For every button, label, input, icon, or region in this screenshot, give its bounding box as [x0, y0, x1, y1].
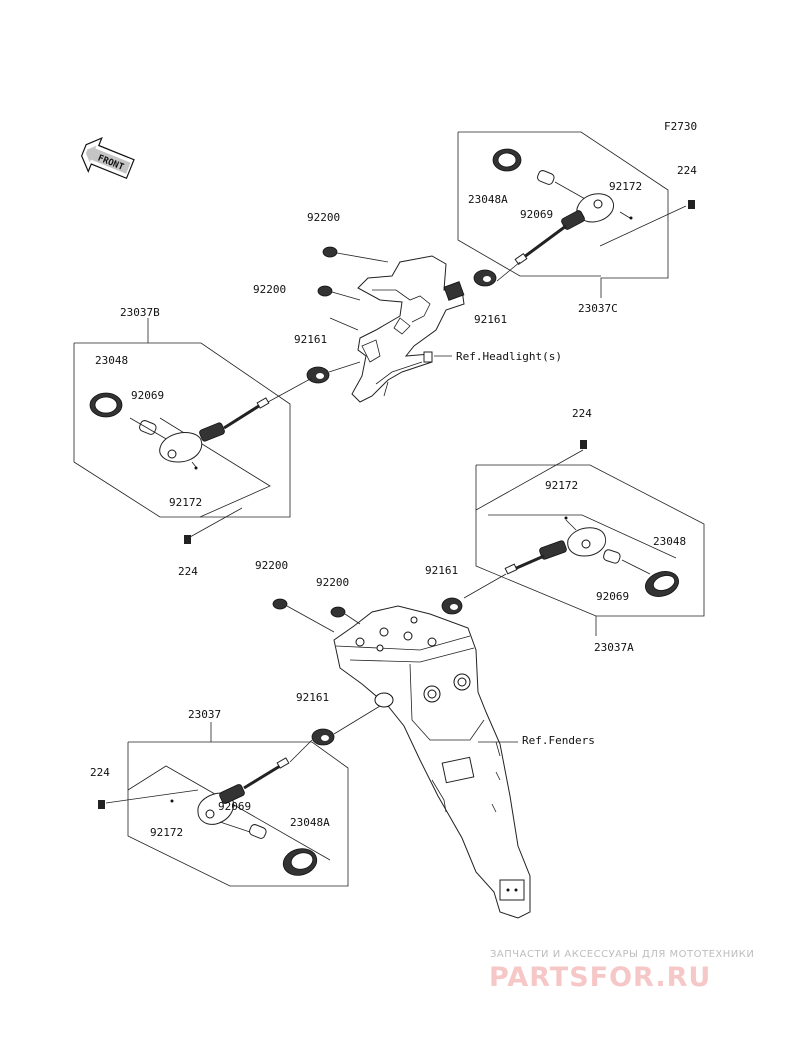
label-92172-rear-left: 92172 [150, 826, 183, 839]
label-23037B: 23037B [120, 306, 160, 319]
label-92200-rear-left: 92200 [255, 559, 288, 572]
label-92161: 92161 [474, 313, 507, 326]
label-92172-front-left: 92172 [169, 496, 202, 509]
bolt-224-rear-top-icon [475, 440, 587, 511]
turn-signal-housing-rear-right-icon [504, 527, 606, 575]
label-23048A: 23048A [468, 193, 508, 206]
label-92069: 92069 [520, 208, 553, 221]
label-23037C: 23037C [578, 302, 618, 315]
label-92161-rear-left: 92161 [296, 691, 329, 704]
label-92172: 92172 [609, 180, 642, 193]
lens-23048-icon [89, 392, 123, 418]
bolt-92200-rear-left-icon [272, 598, 335, 633]
label-224-rear-left: 224 [90, 766, 110, 779]
turn-signal-housing-rear-left-icon [197, 757, 290, 825]
grommet-92161-rear-left-icon [311, 728, 335, 746]
label-92200-mid: 92200 [253, 283, 286, 296]
front-arrow-icon: FRONT [80, 136, 135, 180]
label-92200-rear-right: 92200 [316, 576, 349, 589]
bolt-224-rear-left-icon [98, 789, 199, 809]
bulb-92069-front-left-icon [139, 420, 157, 435]
assembly-front-left [73, 318, 313, 544]
bolt-92200-top-icon [322, 246, 389, 263]
bulb-92069-rear-left-icon [249, 824, 267, 839]
assembly-rear-left [98, 705, 381, 887]
label-23037: 23037 [188, 708, 221, 721]
label-224-front-left: 224 [178, 565, 198, 578]
label-92069-front-left: 92069 [131, 389, 164, 402]
bolt-224-front-left-icon [184, 507, 243, 544]
assembly-rear-right [441, 440, 705, 636]
rear-fender-bracket-icon [333, 605, 531, 919]
label-23048-rear-right: 23048 [653, 535, 686, 548]
figure-code: F2730 [664, 120, 697, 133]
label-92161-front-left: 92161 [294, 333, 327, 346]
headlight-bracket-icon [351, 255, 465, 403]
label-92172-rear-right: 92172 [545, 479, 578, 492]
grommet-92161-front-right-icon [473, 269, 497, 287]
label-23048: 23048 [95, 354, 128, 367]
watermark-logo: PARTSFOR.RU [489, 962, 712, 993]
watermark-tagline: ЗАПЧАСТИ И АКСЕССУАРЫ ДЛЯ МОТОТЕХНИКИ [490, 949, 755, 960]
bolt-92200-rear-right-icon [330, 606, 361, 625]
lens-23048A-icon [492, 148, 522, 172]
bolt-92200-mid-icon [317, 285, 361, 301]
grommet-92161-rear-right-icon [441, 597, 463, 615]
grommet-92161-front-left-icon [306, 366, 330, 384]
assembly-front-right [457, 131, 695, 298]
label-23048A-rear-left: 23048A [290, 816, 330, 829]
bolt-224-front-right-icon [599, 200, 695, 247]
label-23037A: 23037A [594, 641, 634, 654]
bulb-92069-icon [537, 170, 555, 185]
label-92069-rear-right: 92069 [596, 590, 629, 603]
label-92161-rear-right: 92161 [425, 564, 458, 577]
turn-signal-housing-front-right-icon [514, 193, 614, 266]
lens-23048A-rear-left-icon [282, 848, 318, 876]
ref-fenders: Ref.Fenders [522, 734, 595, 747]
label-224-rear-top: 224 [572, 407, 592, 420]
lens-23048-rear-right-icon [645, 571, 679, 597]
turn-signal-housing-front-left-icon [159, 397, 270, 463]
label-92200-top: 92200 [307, 211, 340, 224]
label-92069-rear-left: 92069 [218, 800, 251, 813]
label-224: 224 [677, 164, 697, 177]
bulb-92069-rear-right-icon [603, 549, 621, 564]
ref-headlight: Ref.Headlight(s) [456, 350, 562, 363]
